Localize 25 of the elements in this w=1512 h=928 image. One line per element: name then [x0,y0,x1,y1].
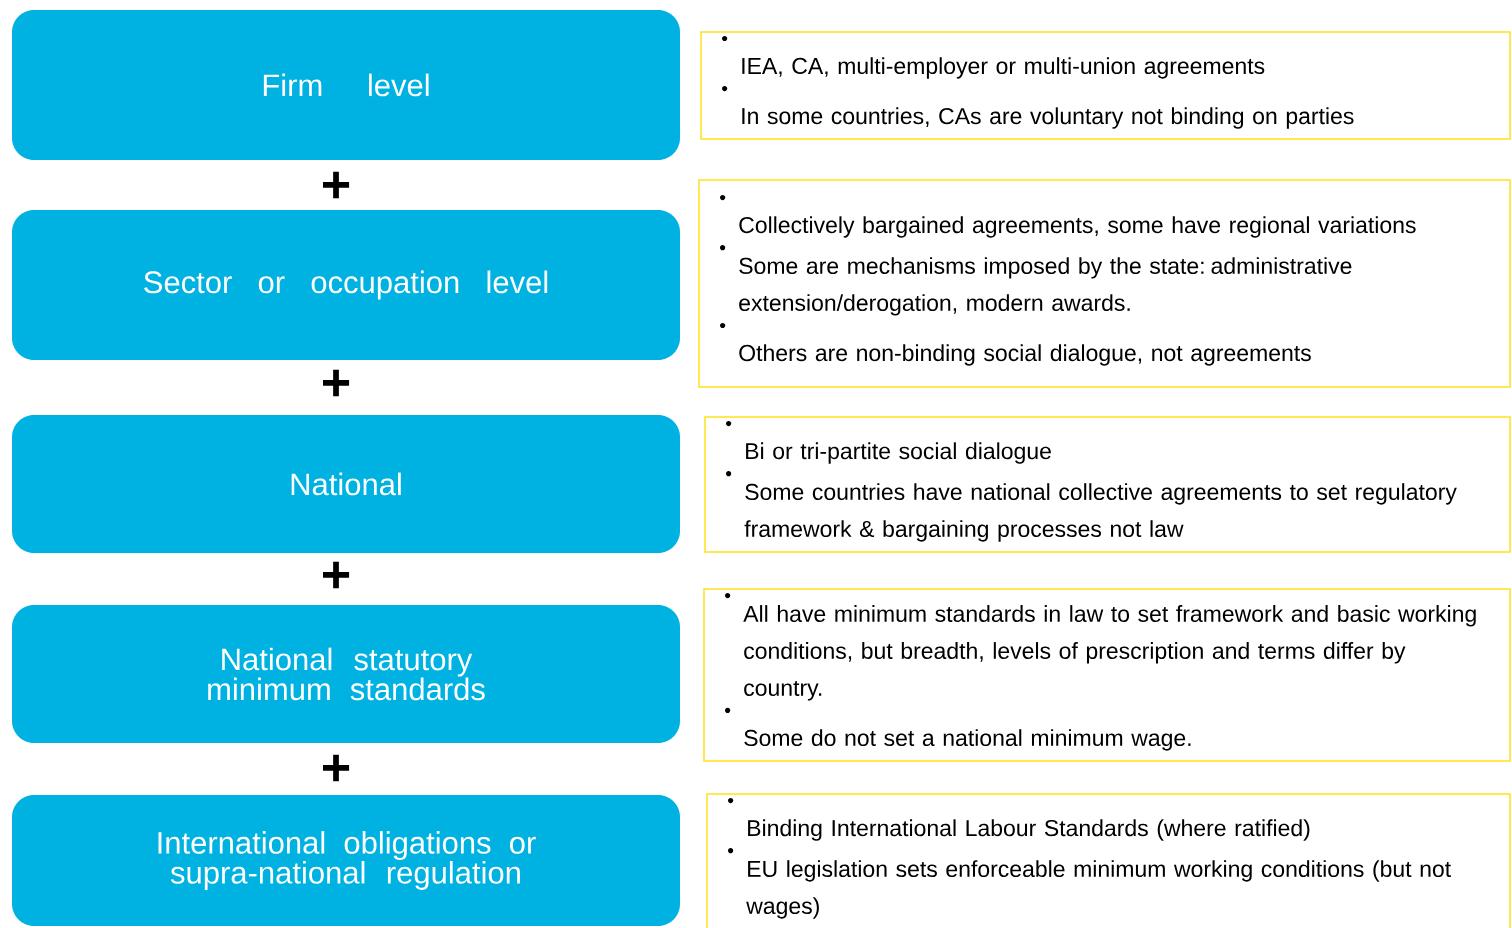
plus-sign: + [323,754,350,782]
level-box: Sector or occupation level [12,210,680,360]
list-item: Binding International Labour Standards (where ratified) [748,819,1310,841]
notes-box [706,793,1511,928]
list-item: All have minimum standards in law to set framework and basic working conditions, but breadth, levels of prescription and terms differ by country. [743,605,1476,701]
list-item: Some do not set a national minimum wage. [744,729,1191,751]
list-item: IEA, CA, multi-employer or multi-union agreements [742,57,1265,79]
notes-box [700,31,1511,140]
level-box: National [12,415,680,553]
list-item: Some countries have national collective agreements to set regulatory framework & bargaining processes not law [744,483,1457,542]
notes-box [703,588,1511,762]
notes-box [704,416,1511,553]
list-item: Others are non-binding social dialogue, not agreements [739,344,1311,366]
notes-box [698,179,1511,388]
list-item: Bi or tri-partite social dialogue [746,442,1051,464]
level-box: International obligations or supra-national regulation [12,795,680,926]
list-item: EU legislation sets enforceable minimum working conditions (but not wages) [746,860,1451,919]
plus-sign: + [323,171,350,199]
level-box: National statutory minimum standards [12,605,680,743]
list-item: Collectively bargained agreements, some have regional variations [739,216,1416,238]
list-item: In some countries, CAs are voluntary not binding on parties [742,107,1354,129]
plus-sign: + [323,561,350,589]
plus-sign: + [323,369,350,397]
level-box: Firm level [12,10,680,160]
list-item: Some are mechanisms imposed by the state: administrative extension/derogation, modern awards. [739,257,1352,316]
